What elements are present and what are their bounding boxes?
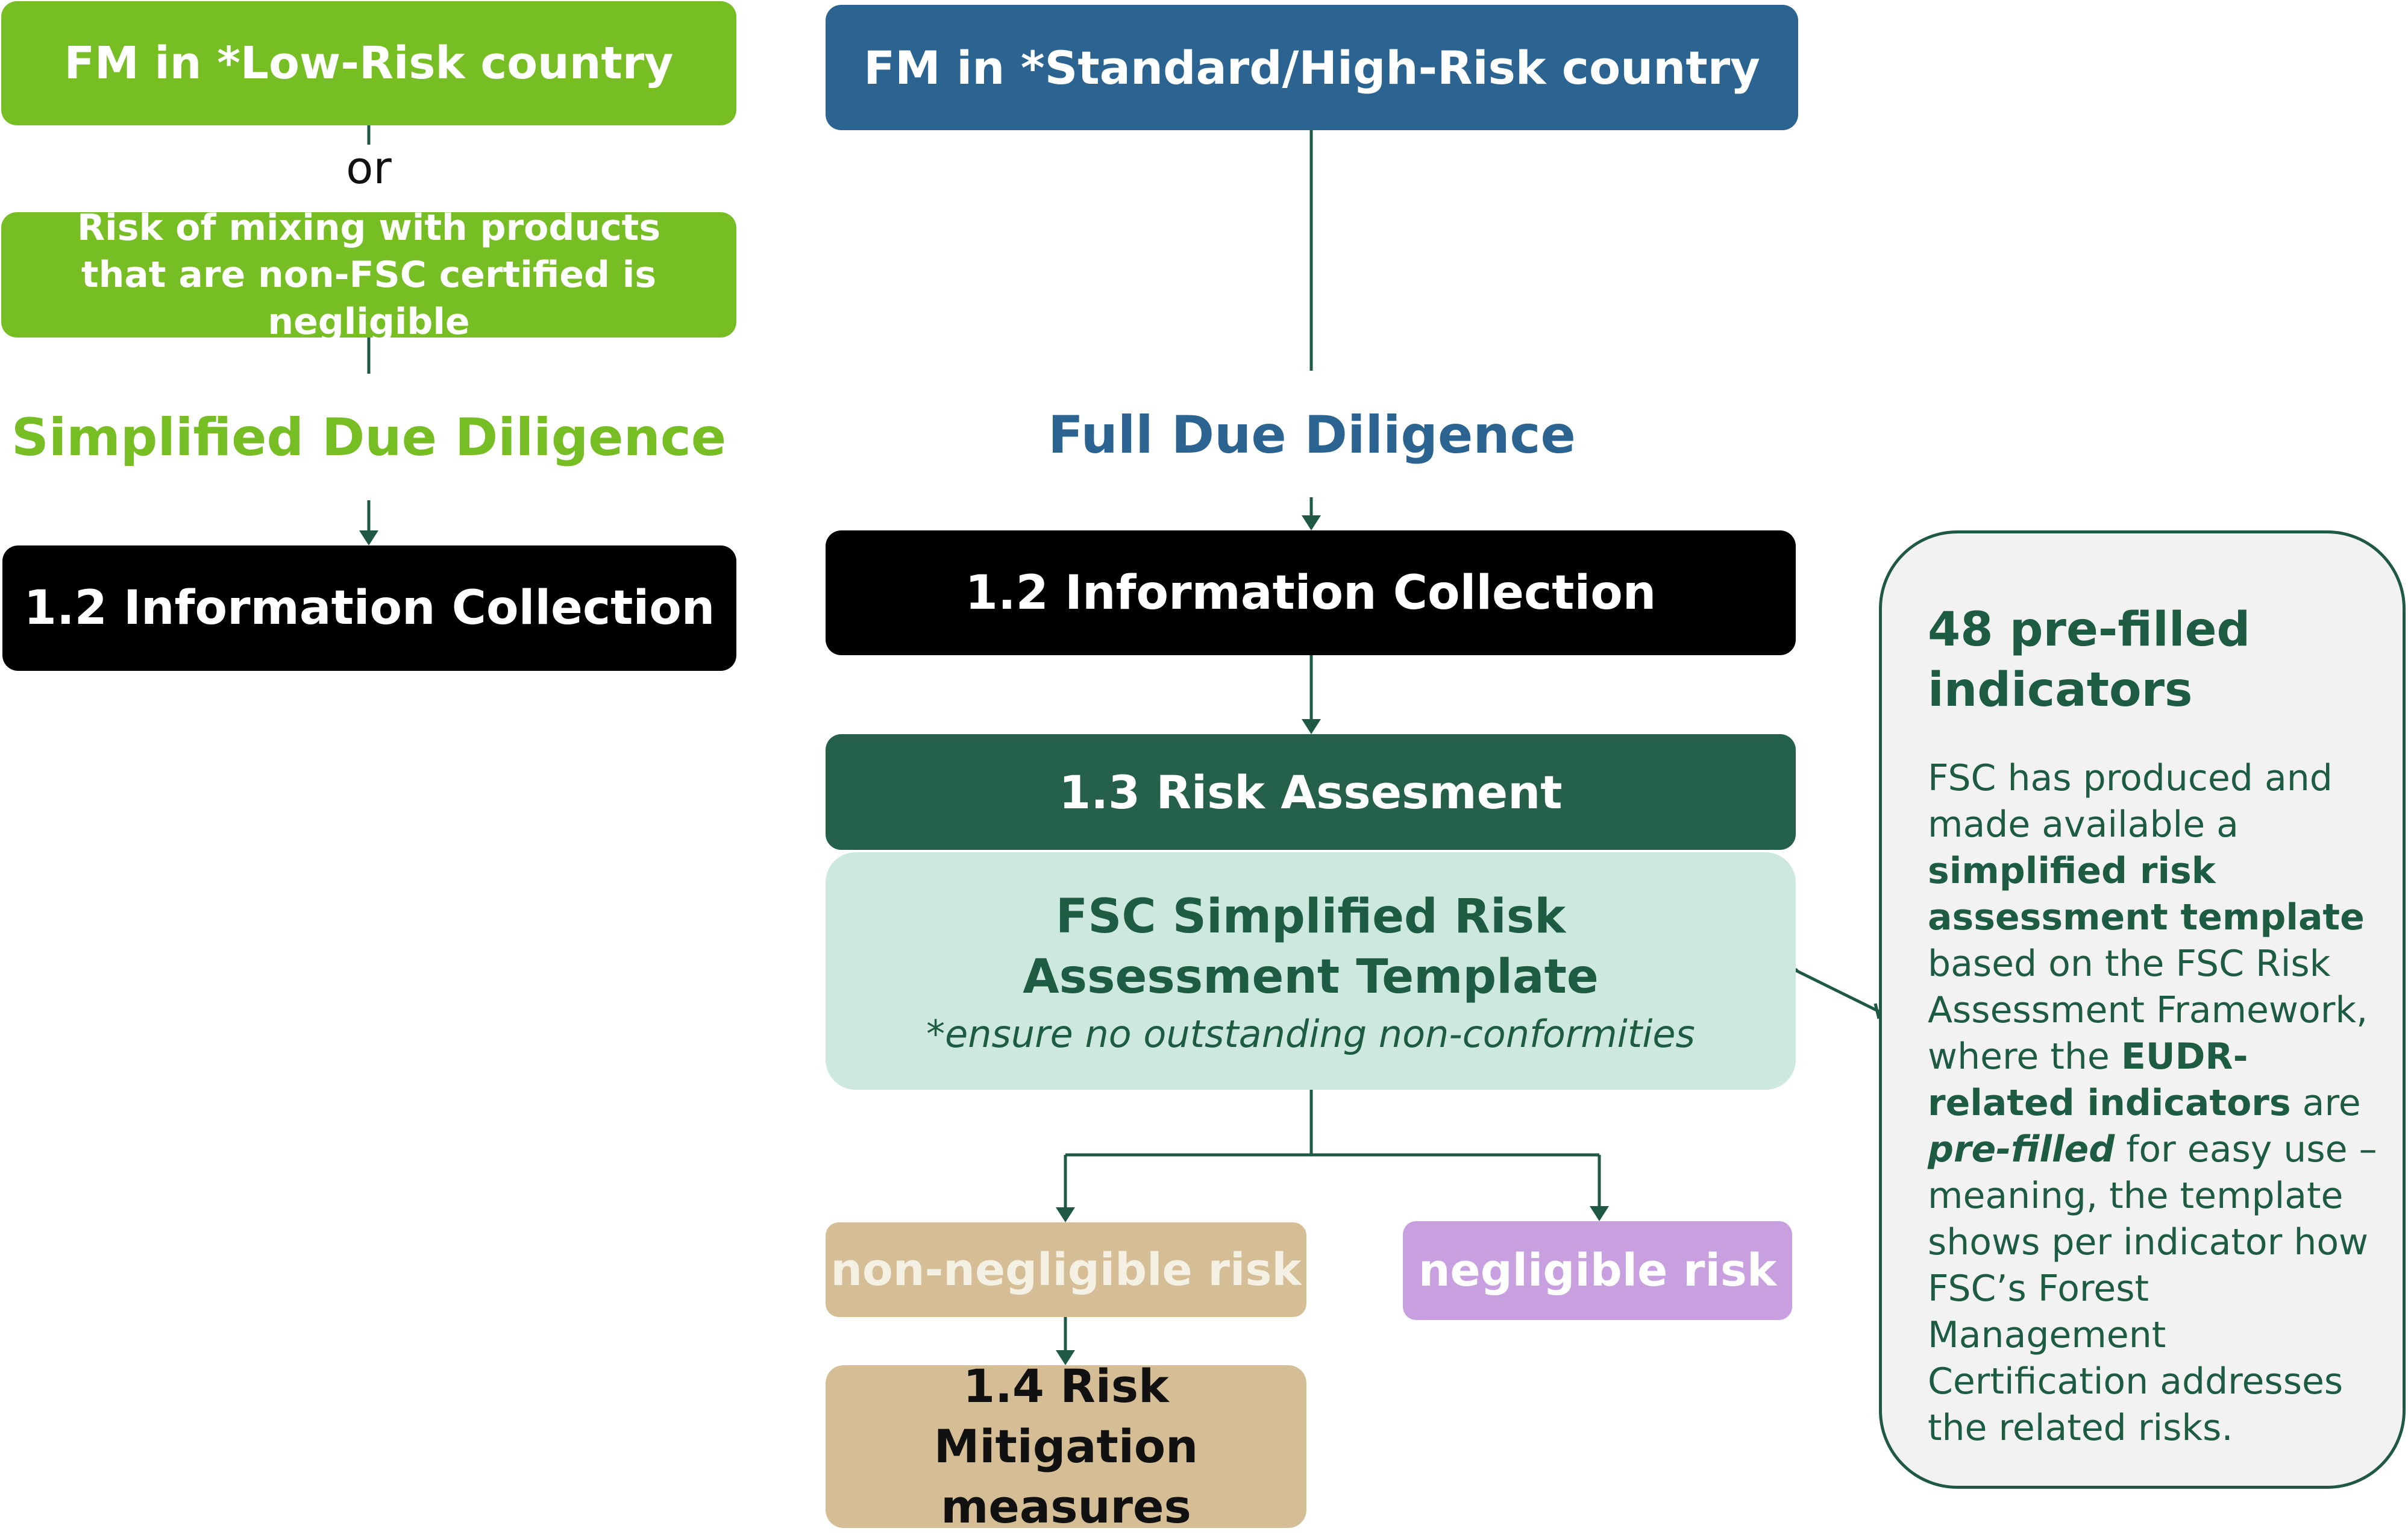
note-title: 48 pre-filled indicators (1928, 603, 2251, 717)
note-text-2: based on the FSC Risk Assessment Framewo… (1928, 943, 2368, 1078)
risk-assessment-label: 1.3 Risk Assesment (1059, 765, 1563, 819)
non-negligible-risk-label: non-negligible risk (830, 1243, 1302, 1296)
arrowhead-non-negligible (1056, 1207, 1075, 1222)
note-text-3: are (2290, 1082, 2361, 1124)
full-due-diligence-label: Full Due Diligence (1048, 405, 1576, 465)
connector-note-to-template (1792, 967, 1880, 1013)
left-info-collection-label: 1.2 Information Collection (24, 581, 715, 635)
note-bold-eudr: EUDR-related indicators (1928, 1036, 2291, 1124)
negligible-risk-box: negligible risk (1403, 1221, 1792, 1320)
note-bold-template: simplified risk assessment template (1928, 850, 2365, 938)
note-text-4: for easy use – meaning, the template sho… (1928, 1128, 2377, 1449)
template-box: FSC Simplified Risk Assessment Template … (826, 852, 1796, 1090)
mixing-risk-box: Risk of mixing with products that are no… (1, 207, 736, 343)
template-title: FSC Simplified Risk Assessment Template (1023, 889, 1599, 1004)
left-info-collection-box: 1.2 Information Collection (2, 545, 736, 671)
connector-note-stub (1873, 1003, 1881, 1019)
pre-filled-note-box: 48 pre-filled indicators FSC has produce… (1879, 530, 2406, 1489)
arrowhead-center-info (1302, 515, 1321, 530)
fm-low-risk-box: FM in *Low-Risk country (1, 1, 736, 125)
negligible-risk-label: negligible risk (1418, 1245, 1777, 1297)
note-text-1: FSC has produced and made available a (1928, 757, 2333, 846)
fm-low-risk-label: FM in *Low-Risk country (64, 37, 674, 89)
risk-assessment-box: 1.3 Risk Assesment (826, 734, 1796, 850)
risk-mitigation-box: 1.4 Risk Mitigation measures (826, 1359, 1306, 1533)
risk-mitigation-label: 1.4 Risk Mitigation measures (933, 1359, 1199, 1533)
arrowhead-risk (1302, 719, 1321, 734)
note-italic-prefilled: pre-filled (1928, 1128, 2115, 1171)
center-info-collection-box: 1.2 Information Collection (826, 530, 1796, 655)
fm-high-risk-box: FM in *Standard/High-Risk country (826, 5, 1798, 130)
center-info-collection-label: 1.2 Information Collection (965, 565, 1657, 620)
arrowhead-mitigation (1056, 1350, 1075, 1365)
note-body: FSC has produced and made available a si… (1928, 755, 2384, 1451)
non-negligible-risk-box: non-negligible risk (826, 1222, 1306, 1317)
template-note: *ensure no outstanding non-conformities (926, 1011, 1695, 1056)
or-label: or (346, 142, 392, 194)
mixing-risk-label: Risk of mixing with products that are no… (77, 207, 661, 343)
simplified-due-diligence-label: Simplified Due Diligence (11, 407, 727, 468)
fm-high-risk-label: FM in *Standard/High-Risk country (864, 40, 1760, 95)
arrowhead-negligible (1590, 1206, 1609, 1221)
arrowhead-left-info (359, 530, 378, 545)
